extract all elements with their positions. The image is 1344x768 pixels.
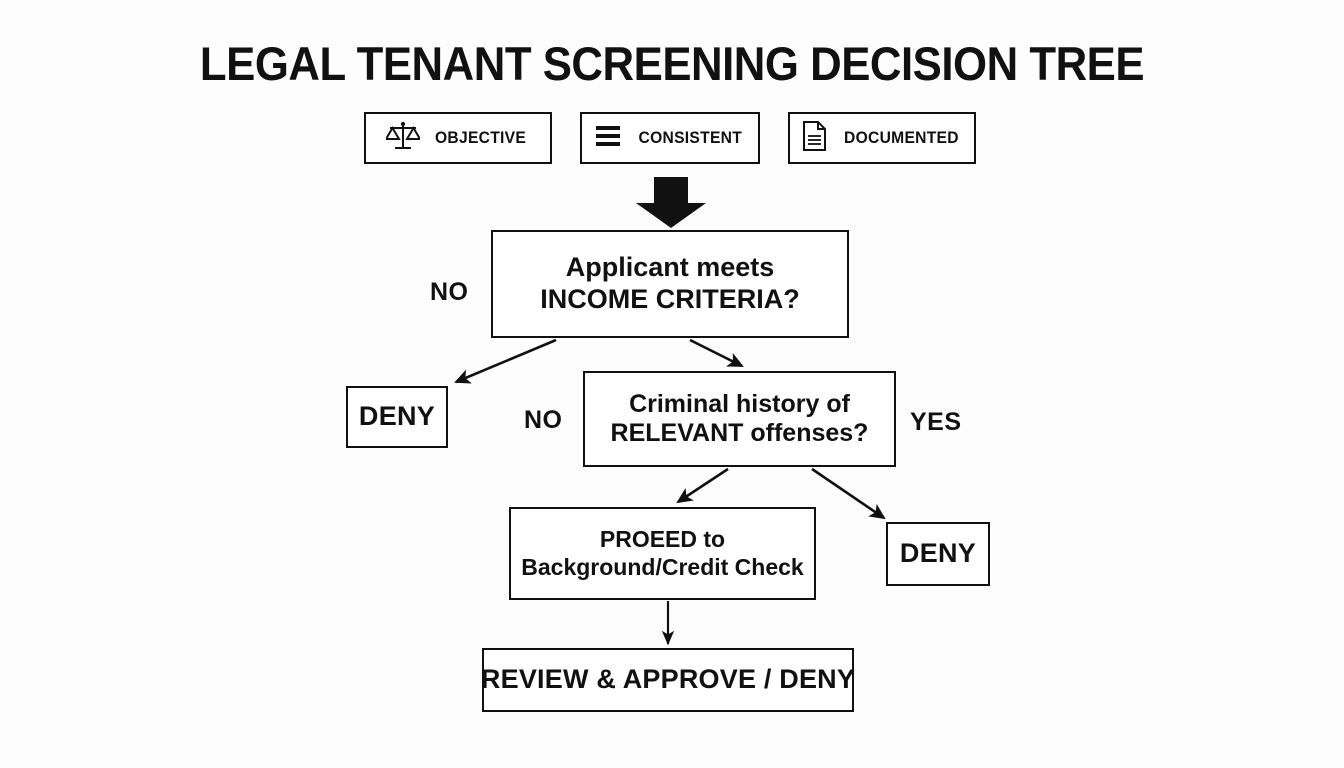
scales-of-justice-icon [384,120,422,157]
node-text-line: RELEVANT offenses? [610,419,869,447]
principle-badge-documented: DOCUMENTED [788,112,976,164]
list-lines-icon [593,123,623,154]
node-text-line: INCOME CRITERIA? [540,284,800,314]
block-arrow-down [636,177,706,228]
principle-badge-label: DOCUMENTED [843,128,959,147]
node-text-line: REVIEW & APPROVE / DENY [480,664,856,695]
process-node-background-credit-check: PROEED to Background/Credit Check [509,507,816,600]
terminal-node-deny-criminal: DENY [886,522,990,586]
edge-label-criminal-no: NO [524,406,563,434]
node-text-line: DENY [899,538,977,569]
node-text-line: DENY [358,401,436,432]
page-title: LEGAL TENANT SCREENING DECISION TREE [199,37,1145,90]
decision-node-criminal-history: Criminal history of RELEVANT offenses? [583,371,896,467]
edge-label-criminal-yes: YES [910,408,962,436]
decision-node-income-criteria: Applicant meets INCOME CRITERIA? [491,230,849,338]
edge-criminal-yes [811,467,886,520]
edge-criminal-no [676,467,729,504]
edge-income-yes [689,338,744,368]
terminal-node-deny-income: DENY [346,386,448,448]
principle-badge-consistent: CONSISTENT [580,112,760,164]
terminal-node-review-approve-deny: REVIEW & APPROVE / DENY [480,648,856,712]
node-text-line: Background/Credit Check [521,553,804,580]
principle-badge-label: CONSISTENT [638,128,743,147]
node-text-line: Criminal history of [629,389,850,418]
document-page-icon [801,120,828,157]
principle-badge-objective: OBJECTIVE [364,112,552,164]
edge-label-income-no: NO [430,278,469,306]
node-text-line: PROEED to [599,526,726,553]
edge-income-no [454,338,557,384]
principle-badge-label: OBJECTIVE [434,128,527,147]
node-text-line: Applicant meets [565,252,775,283]
